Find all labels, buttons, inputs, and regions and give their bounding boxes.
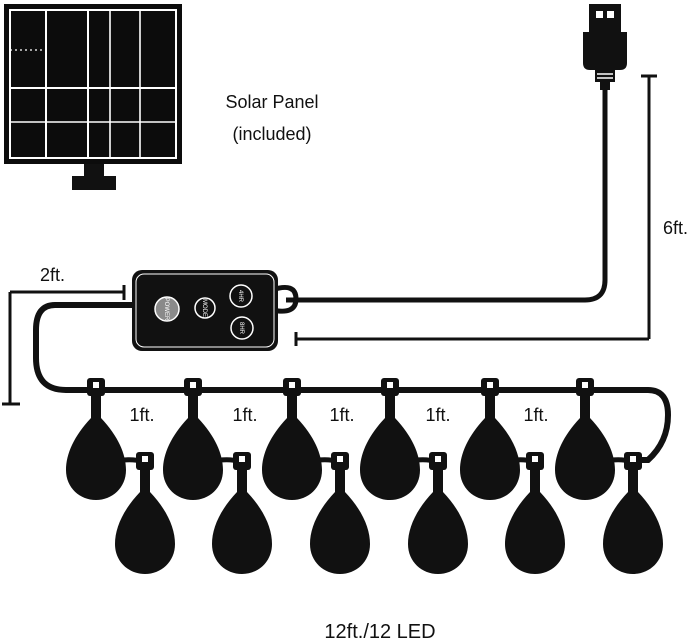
spacing-label: 1ft. bbox=[329, 405, 354, 425]
solar-panel-label-line2: (included) bbox=[232, 124, 311, 144]
led-bulb bbox=[66, 378, 126, 500]
led-bulb bbox=[310, 452, 370, 574]
controller: POWER MODE 4HR 8HR bbox=[132, 270, 299, 351]
timer-8hr-label: 8HR bbox=[238, 322, 244, 335]
bulb-string bbox=[66, 378, 663, 574]
led-bulb bbox=[460, 378, 520, 500]
mode-button[interactable]: MODE bbox=[194, 297, 216, 319]
usb-length-label: 6ft. bbox=[663, 218, 688, 238]
mode-button-label: MODE bbox=[201, 299, 207, 317]
timer-4hr-button[interactable]: 4HR bbox=[229, 284, 253, 308]
timer-8hr-button[interactable]: 8HR bbox=[230, 316, 254, 340]
led-bulb bbox=[408, 452, 468, 574]
led-bulb bbox=[262, 378, 322, 500]
solar-panel bbox=[4, 4, 182, 190]
led-bulb bbox=[212, 452, 272, 574]
led-bulb bbox=[360, 378, 420, 500]
led-bulb bbox=[555, 378, 615, 500]
power-button[interactable]: POWER bbox=[154, 296, 180, 322]
lead-length-bracket bbox=[2, 285, 126, 406]
spacing-label: 1ft. bbox=[523, 405, 548, 425]
spacing-label: 1ft. bbox=[425, 405, 450, 425]
spacing-label: 1ft. bbox=[232, 405, 257, 425]
led-bulb bbox=[115, 452, 175, 574]
timer-4hr-label: 4HR bbox=[237, 290, 243, 303]
lead-length-label: 2ft. bbox=[40, 265, 65, 285]
power-button-label: POWER bbox=[163, 298, 169, 321]
total-length-label: 12ft./12 LED bbox=[324, 621, 435, 643]
led-bulb bbox=[505, 452, 565, 574]
usb-cable bbox=[286, 88, 608, 303]
led-bulb bbox=[603, 452, 663, 574]
lead-wire bbox=[33, 302, 672, 463]
usb-length-bracket bbox=[294, 74, 657, 346]
led-bulb bbox=[163, 378, 223, 500]
solar-panel-label-line1: Solar Panel bbox=[225, 92, 318, 112]
spacing-labels: 1ft. 1ft. 1ft. 1ft. 1ft. bbox=[129, 405, 548, 425]
spacing-label: 1ft. bbox=[129, 405, 154, 425]
usb-plug bbox=[583, 4, 627, 90]
